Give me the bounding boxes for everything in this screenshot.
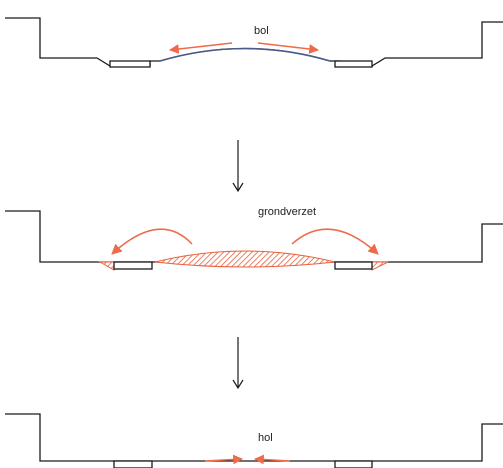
kerb-left (113, 460, 153, 468)
fill-left (98, 261, 115, 271)
stage-bol: bol (5, 17, 503, 68)
arrow-outward-right (257, 42, 319, 54)
stage-label: bol (254, 25, 269, 37)
arrow-inward-right (254, 454, 291, 465)
arrow-down-icon (232, 337, 244, 390)
arrow-down-icon (232, 140, 244, 193)
kerb-right (334, 60, 373, 68)
stage-label: hol (258, 432, 273, 444)
kerb-right (334, 460, 373, 468)
arrow-outward-left (169, 42, 233, 54)
road-surface (159, 47, 331, 62)
kerb-right (334, 261, 373, 270)
arrow-inward-left (204, 454, 243, 465)
stage-label: grondverzet (258, 206, 316, 218)
profile-line (5, 413, 503, 462)
kerb-left (109, 60, 151, 68)
arrow-earth-move-left (111, 228, 193, 255)
kerb-left (113, 261, 153, 270)
stage-hol: hol (5, 413, 503, 468)
arrow-earth-move-right (291, 228, 379, 255)
fill-right (371, 261, 389, 271)
stage-grondverzet: grondverzet (5, 206, 503, 271)
excavated-crown (154, 250, 336, 268)
